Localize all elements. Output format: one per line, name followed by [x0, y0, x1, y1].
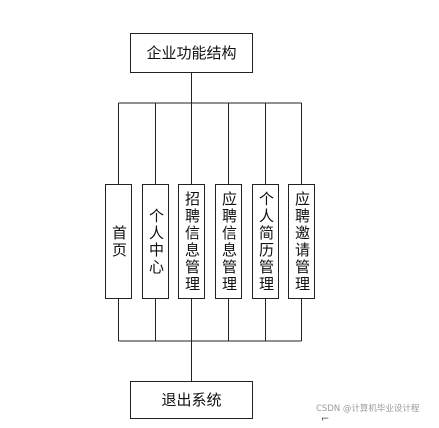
logout-node-label: 退出系统 [161, 390, 222, 409]
child-node-home: 首页 [105, 184, 132, 299]
child-node-application-invitation: 应聘邀请管理 [288, 184, 315, 299]
child-node-label: 首页 [110, 224, 128, 259]
cursor-icon: ⌐ [321, 414, 330, 425]
root-node-label: 企业功能结构 [146, 43, 237, 62]
child-node-application-info: 应聘信息管理 [215, 184, 242, 299]
root-node: 企业功能结构 [130, 33, 253, 73]
child-node-personal-center: 个人中心 [142, 184, 169, 299]
child-node-personal-resume: 个人简历管理 [252, 184, 279, 299]
logout-node: 退出系统 [130, 381, 253, 419]
child-node-label: 招聘信息管理 [183, 190, 201, 293]
child-node-label: 应聘信息管理 [220, 190, 238, 293]
child-node-label: 应聘邀请管理 [293, 190, 311, 293]
child-node-label: 个人简历管理 [257, 190, 275, 293]
child-node-label: 个人中心 [147, 207, 165, 276]
watermark-text: CSDN @计算机毕业设计程 [316, 404, 420, 414]
child-node-recruitment-info: 招聘信息管理 [178, 184, 205, 299]
